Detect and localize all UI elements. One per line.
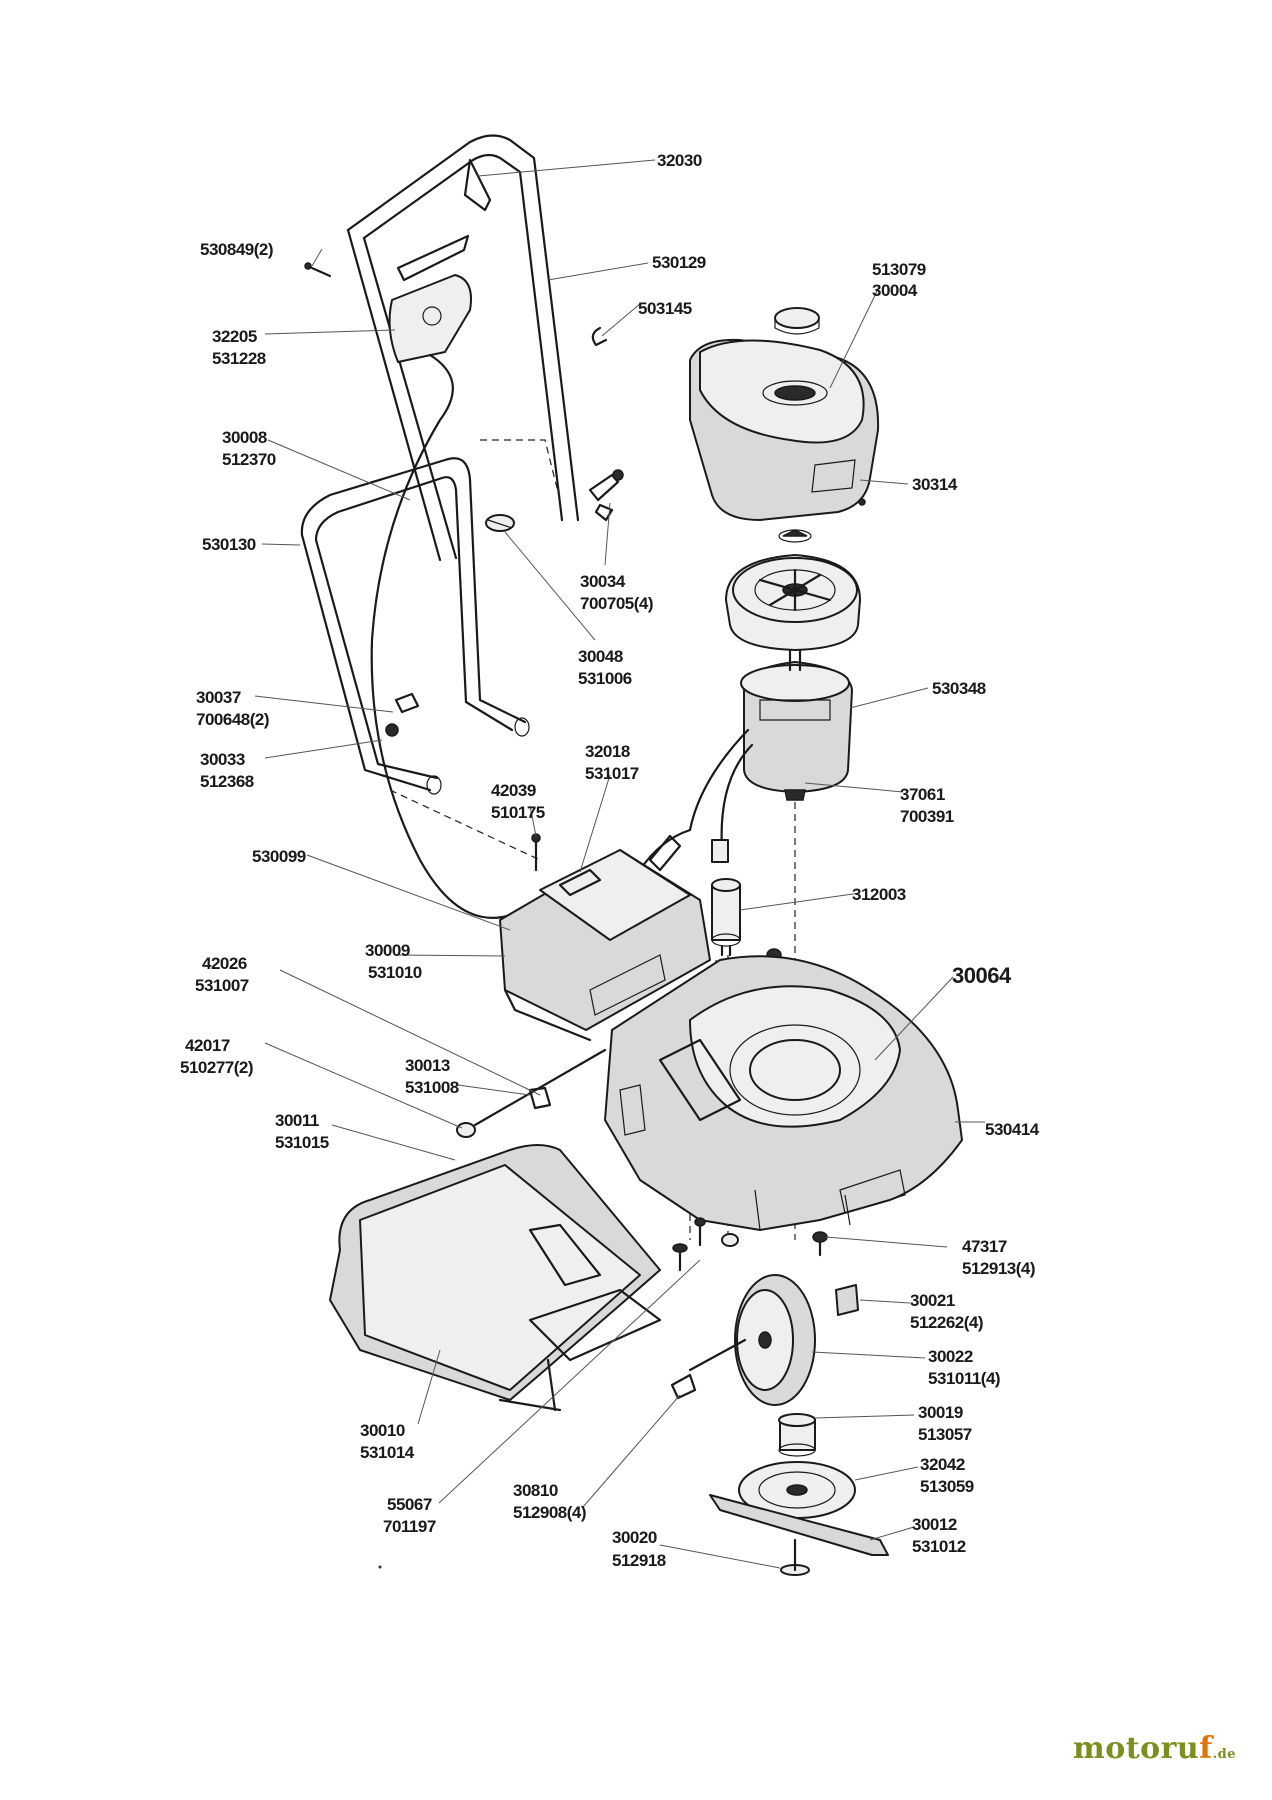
label-312003: 312003: [852, 885, 906, 904]
label-530099: 530099: [252, 847, 306, 866]
rod-30013: [473, 1048, 607, 1127]
lower-handle: [300, 457, 530, 795]
label-531010: 531010: [368, 963, 422, 982]
label-30009: 30009: [365, 941, 410, 960]
label-512913: 512913(4): [962, 1259, 1035, 1278]
label-700391: 700391: [900, 807, 954, 826]
label-700648: 700648(2): [196, 710, 269, 729]
label-531006: 531006: [578, 669, 632, 688]
switch-cable: [370, 353, 542, 919]
brand-name-b: f: [1199, 1731, 1213, 1766]
label-531228: 531228: [212, 349, 266, 368]
label-700705: 700705(4): [580, 594, 653, 613]
label-30314: 30314: [912, 475, 958, 494]
control-housing: [499, 849, 711, 1042]
label-530129: 530129: [652, 253, 706, 272]
label-503145: 503145: [638, 299, 692, 318]
label-30021: 30021: [910, 1291, 955, 1310]
motor: [638, 648, 853, 872]
nut-42017: [456, 1122, 476, 1138]
label-32205: 32205: [212, 327, 257, 346]
screw-42039: [531, 833, 541, 872]
label-30008: 30008: [222, 428, 267, 447]
label-32042: 32042: [920, 1455, 965, 1474]
brand-name-a: motoru: [1072, 1731, 1200, 1766]
label-530348: 530348: [932, 679, 986, 698]
label-30034: 30034: [580, 572, 626, 591]
label-530849: 530849(2): [200, 240, 273, 259]
label-531012: 531012: [912, 1537, 966, 1556]
label-531017: 531017: [585, 764, 639, 783]
label-32030: 32030: [657, 151, 702, 170]
label-530130: 530130: [202, 535, 256, 554]
label-701197: 701197: [383, 1517, 436, 1536]
label-531014: 531014: [360, 1443, 415, 1462]
motor-cover: [689, 307, 880, 521]
upper-handle: [346, 134, 580, 562]
stray-dot: [378, 1565, 382, 1569]
label-37061: 37061: [900, 785, 945, 804]
label-30010: 30010: [360, 1421, 405, 1440]
assembly-line-2: [389, 789, 541, 861]
label-30033: 30033: [200, 750, 245, 769]
label-32018: 32018: [585, 742, 630, 761]
brand-tld: .de: [1212, 1747, 1236, 1762]
handle-clamp-30034: [588, 469, 624, 522]
label-512908: 512908(4): [513, 1503, 586, 1522]
motoruf-logo[interactable]: motoruf.de: [1073, 1731, 1236, 1766]
switch-box: [388, 234, 472, 363]
cable-clip-30048: [485, 514, 515, 532]
label-30019: 30019: [918, 1403, 963, 1422]
mower-deck: [604, 955, 963, 1231]
screw-530849: [304, 262, 332, 278]
clip-503145: [591, 326, 608, 347]
label-42026: 42026: [202, 954, 247, 973]
label-512262: 512262(4): [910, 1313, 983, 1332]
label-530414: 530414: [985, 1120, 1040, 1139]
label-30037: 30037: [196, 688, 241, 707]
label-30048: 30048: [578, 647, 623, 666]
label-531015: 531015: [275, 1133, 329, 1152]
bolt-30020: [780, 1538, 810, 1576]
label-513079: 513079: [872, 260, 926, 279]
label-30020: 30020: [612, 1528, 657, 1547]
blade: [709, 1494, 889, 1556]
part-labels: 32030 530849(2) 530129 503145 513079 300…: [180, 151, 1040, 1570]
label-513059: 513059: [920, 1477, 974, 1496]
label-47317: 47317: [962, 1237, 1007, 1256]
assembly-line-1: [480, 439, 561, 501]
label-30810: 30810: [513, 1481, 558, 1500]
washer: [778, 529, 812, 543]
label-30022: 30022: [928, 1347, 973, 1366]
fan: [725, 554, 861, 651]
label-512368: 512368: [200, 772, 254, 791]
label-512918: 512918: [612, 1551, 666, 1570]
label-30011: 30011: [275, 1111, 319, 1130]
capacitor: [711, 878, 741, 957]
label-531011: 531011(4): [928, 1369, 1000, 1388]
bracket-30021: [835, 1284, 859, 1316]
label-510175: 510175: [491, 803, 545, 822]
knob-30037: [385, 692, 420, 737]
blade-adapter: [778, 1413, 816, 1457]
label-30013: 30013: [405, 1056, 450, 1075]
label-42017: 42017: [185, 1036, 230, 1055]
label-30064: 30064: [952, 963, 1012, 988]
label-55067: 55067: [387, 1495, 432, 1514]
leader-lines: [254, 159, 985, 1569]
label-510277: 510277(2): [180, 1058, 253, 1077]
label-30012: 30012: [912, 1515, 957, 1534]
label-531008: 531008: [405, 1078, 459, 1097]
deck-bolts: [672, 1217, 828, 1272]
label-531007: 531007: [195, 976, 249, 995]
label-30004: 30004: [872, 281, 918, 300]
wheel: [670, 1274, 816, 1406]
label-513057: 513057: [918, 1425, 972, 1444]
label-42039: 42039: [491, 781, 536, 800]
label-512370: 512370: [222, 450, 276, 469]
grass-bag: [329, 1144, 662, 1412]
